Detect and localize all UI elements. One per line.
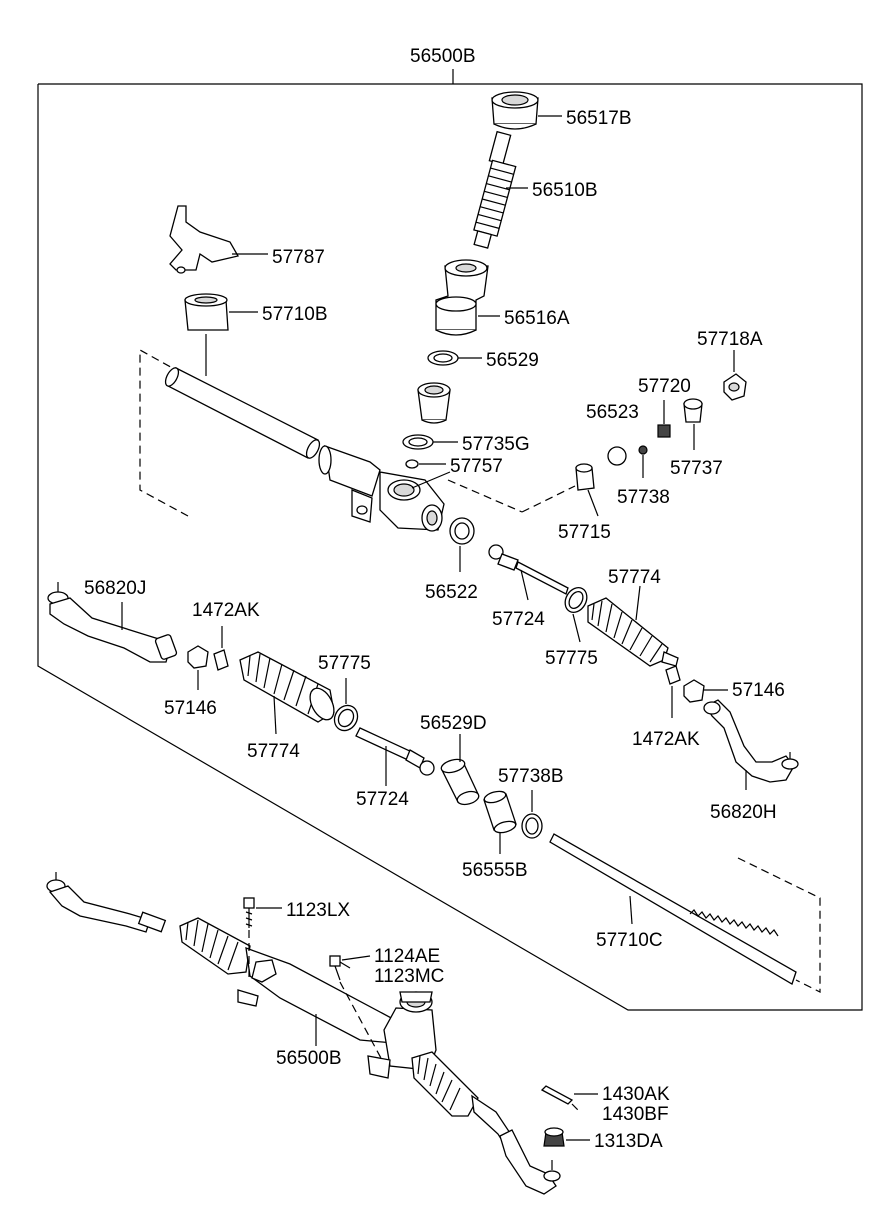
ball-57738 (638, 445, 648, 455)
bolt-1123LX (243, 897, 255, 928)
tie-rod-end-left (47, 582, 178, 663)
part-label-57737: 57737 (670, 458, 723, 479)
part-label-57774-left: 57774 (247, 741, 300, 762)
part-label-57738: 57738 (617, 487, 670, 508)
part-label-56517B: 56517B (566, 108, 632, 129)
part-label-56820J: 56820J (84, 578, 146, 599)
sleeve-56529D (440, 758, 480, 806)
part-label-56555B: 56555B (462, 860, 528, 881)
complete-assembly-56500B (46, 872, 561, 1195)
part-label-56500B-bottom: 56500B (276, 1048, 342, 1069)
cotter-pin-1430AK (540, 1085, 581, 1113)
valve-housing-56516A (435, 259, 489, 336)
ring-57738B (521, 813, 543, 839)
bellows-boot-right (587, 597, 679, 667)
part-label-1472AK-left: 1472AK (192, 600, 260, 621)
cap-57737 (683, 398, 703, 423)
part-label-1472AK-right: 1472AK (632, 729, 700, 750)
part-label-57146-right: 57146 (732, 680, 785, 701)
bellows-boot-left (239, 651, 335, 723)
bolt-1124AE (329, 955, 351, 981)
part-label-57757: 57757 (450, 456, 503, 477)
rack-tube-left (164, 367, 321, 459)
inner-tie-rod-left (355, 727, 435, 776)
part-label-57775-left: 57775 (318, 653, 371, 674)
part-label-57720: 57720 (638, 376, 691, 397)
part-label-57787: 57787 (272, 247, 325, 268)
part-label-1430BF: 1430BF (602, 1104, 669, 1125)
assembly-boundary (37, 83, 863, 1011)
part-label-57775-right: 57775 (545, 648, 598, 669)
part-label-56529: 56529 (486, 350, 539, 371)
bushing-56555B (483, 790, 517, 834)
part-label-57774-right: 57774 (608, 567, 661, 588)
part-label-57710C: 57710C (596, 930, 663, 951)
part-label-1313DA: 1313DA (594, 1131, 663, 1152)
inner-tie-rod-right (488, 544, 569, 595)
clip-right-1472AK (665, 665, 681, 685)
part-label-1124AE: 1124AE (374, 946, 440, 967)
part-label-57710B: 57710B (262, 304, 328, 325)
locknut-left-57146 (187, 645, 209, 669)
spring-57720 (657, 424, 671, 438)
ring-56523 (607, 446, 627, 466)
bushing-57710B (184, 293, 229, 331)
ring-56522 (449, 517, 475, 545)
part-label-56523: 56523 (586, 402, 639, 423)
part-label-57724-right: 57724 (492, 609, 545, 630)
part-label-56529D: 56529D (420, 713, 487, 734)
oil-seal-cap-56517B (491, 91, 539, 130)
part-label-57724-left: 57724 (356, 789, 409, 810)
part-label-56820H: 56820H (710, 802, 777, 823)
plug-57715 (575, 463, 595, 491)
bushing (417, 382, 451, 424)
part-label-57735G: 57735G (462, 434, 530, 455)
part-label-1430AK: 1430AK (602, 1084, 670, 1105)
locknut-right-57146 (683, 679, 705, 703)
castle-nut-1313DA (543, 1127, 565, 1147)
nut-57718A (723, 373, 747, 401)
part-label-56522: 56522 (425, 582, 478, 603)
part-label-57718A: 57718A (697, 329, 763, 350)
part-label-57738B: 57738B (498, 766, 564, 787)
clamp-left (333, 704, 359, 732)
oring-57757 (405, 459, 419, 469)
part-label-1123LX: 1123LX (286, 900, 350, 921)
part-label-56510B: 56510B (532, 180, 598, 201)
clip-left-1472AK (213, 649, 229, 671)
seal-56529 (427, 350, 459, 366)
part-label-57146-left: 57146 (164, 698, 217, 719)
part-label-57715: 57715 (558, 522, 611, 543)
clamp-right (564, 587, 588, 613)
assembly-label: 56500B (410, 46, 476, 67)
rack-57710C (549, 833, 797, 985)
part-label-56516A: 56516A (504, 308, 570, 329)
pinion-shaft-56510B (473, 130, 517, 249)
ring-57735G (402, 434, 434, 450)
bracket-57787 (169, 205, 239, 274)
part-label-1123MC: 1123MC (374, 966, 444, 987)
tie-rod-end-right (703, 699, 799, 783)
gear-housing (318, 445, 445, 532)
